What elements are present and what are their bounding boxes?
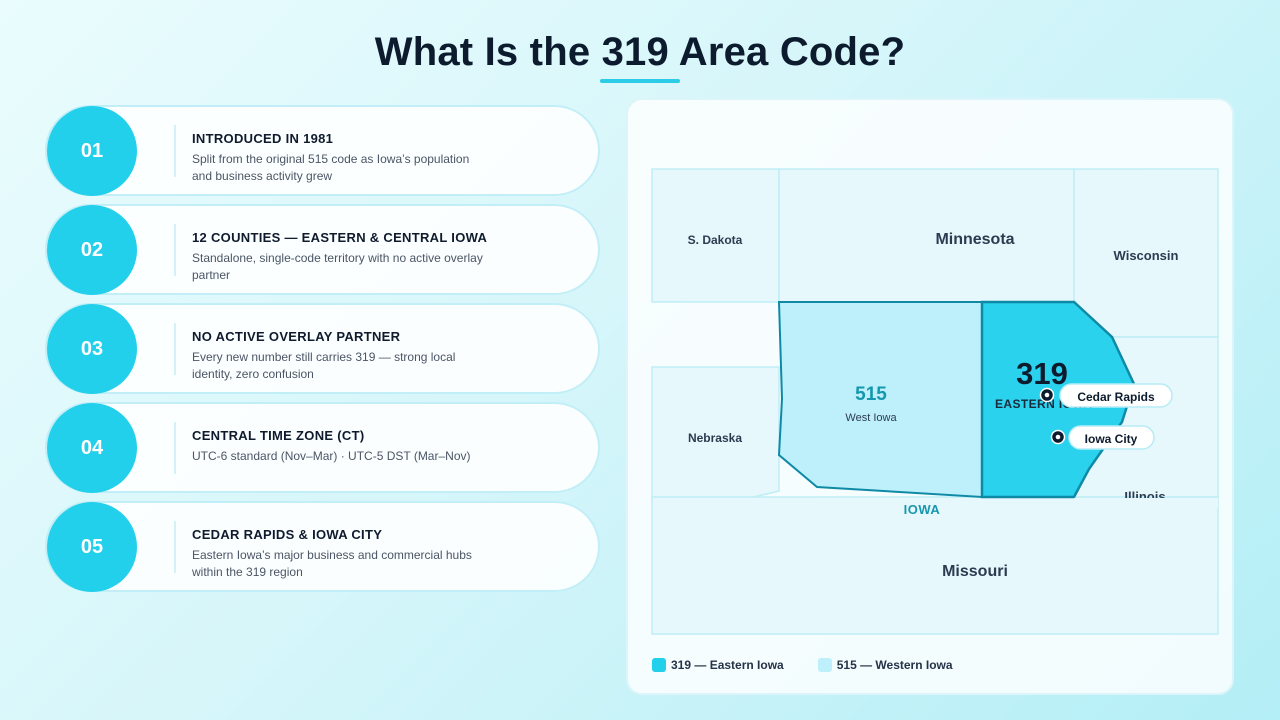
legend-label-319: 319 — Eastern Iowa	[671, 658, 784, 672]
city-pill-cedar-rapids	[1059, 383, 1173, 408]
divider	[174, 422, 176, 474]
fact-description: Eastern Iowa’s major business and commer…	[192, 548, 472, 579]
area-code-map: S. Dakota Minnesota Wisconsin Nebraska I…	[651, 168, 1219, 635]
fact-description: Standalone, single-code territory with n…	[192, 251, 483, 282]
label-sdakota: S. Dakota	[688, 233, 743, 247]
legend-item-515: 515 — Western Iowa	[817, 658, 953, 672]
fact-item-05: 05 CEDAR RAPIDS & IOWA CITY Eastern Iowa…	[45, 501, 600, 592]
legend-item-319: 319 — Eastern Iowa	[652, 658, 784, 672]
zone-515-sub: West Iowa	[845, 412, 897, 424]
fact-title: NO ACTIVE OVERLAY PARTNER	[192, 329, 401, 344]
divider	[174, 125, 176, 177]
divider	[174, 521, 176, 573]
city-label-cedar-rapids: Cedar Rapids	[1077, 390, 1155, 404]
divider	[174, 323, 176, 375]
fact-description: UTC-6 standard (Nov–Mar) · UTC-5 DST (Ma…	[192, 449, 471, 463]
label-wisconsin: Wisconsin	[1114, 248, 1179, 263]
divider	[174, 224, 176, 276]
fact-description: Split from the original 515 code as Iowa…	[192, 152, 470, 183]
fact-item-04: 04 CENTRAL TIME ZONE (CT) UTC-6 standard…	[45, 402, 600, 493]
label-iowa: IOWA	[904, 502, 941, 517]
fact-title: 12 COUNTIES — EASTERN & CENTRAL IOWA	[192, 230, 488, 245]
state-sdakota	[651, 168, 780, 303]
fact-title: CEDAR RAPIDS & IOWA CITY	[192, 527, 383, 542]
fact-title: INTRODUCED IN 1981	[192, 131, 334, 146]
map-card: S. Dakota Minnesota Wisconsin Nebraska I…	[626, 98, 1234, 695]
fact-number-badge: 04	[47, 403, 137, 493]
state-missouri	[651, 496, 1219, 635]
map-legend: 319 — Eastern Iowa 515 — Western Iowa	[652, 658, 953, 672]
state-nebraska	[651, 366, 780, 502]
city-pill-iowa-city	[1068, 425, 1155, 450]
legend-swatch-515	[817, 658, 832, 672]
city-label-iowa-city: Iowa City	[1085, 432, 1138, 446]
title-underline	[600, 79, 680, 83]
state-minnesota	[778, 168, 1075, 303]
fact-number-badge: 01	[47, 106, 137, 196]
page-title: What Is the 319 Area Code?	[374, 30, 906, 74]
legend-label-515: 515 — Western Iowa	[836, 658, 953, 672]
legend-swatch-319	[652, 658, 666, 672]
map-pin-dot	[1055, 434, 1061, 440]
fact-item-03: 03 NO ACTIVE OVERLAY PARTNER Every new n…	[45, 303, 600, 394]
facts-list: 01 INTRODUCED IN 1981 Split from the ori…	[45, 105, 600, 600]
zone-319-code: 319	[1016, 356, 1068, 391]
label-missouri: Missouri	[942, 563, 1008, 580]
label-minnesota: Minnesota	[935, 231, 1014, 248]
fact-item-02: 02 12 COUNTIES — EASTERN & CENTRAL IOWA …	[45, 204, 600, 295]
fact-number-badge: 05	[47, 502, 137, 592]
fact-item-01: 01 INTRODUCED IN 1981 Split from the ori…	[45, 105, 600, 196]
missouri-overlay	[1074, 498, 1218, 508]
fact-number-badge: 02	[47, 205, 137, 295]
fact-title: CENTRAL TIME ZONE (CT)	[192, 428, 365, 443]
state-wisconsin	[1073, 168, 1219, 338]
fact-description: Every new number still carries 319 — str…	[192, 350, 456, 381]
zone-515-code: 515	[855, 384, 887, 405]
label-nebraska: Nebraska	[688, 431, 742, 445]
map-pin-dot	[1044, 392, 1050, 398]
fact-number-badge: 03	[47, 304, 137, 394]
